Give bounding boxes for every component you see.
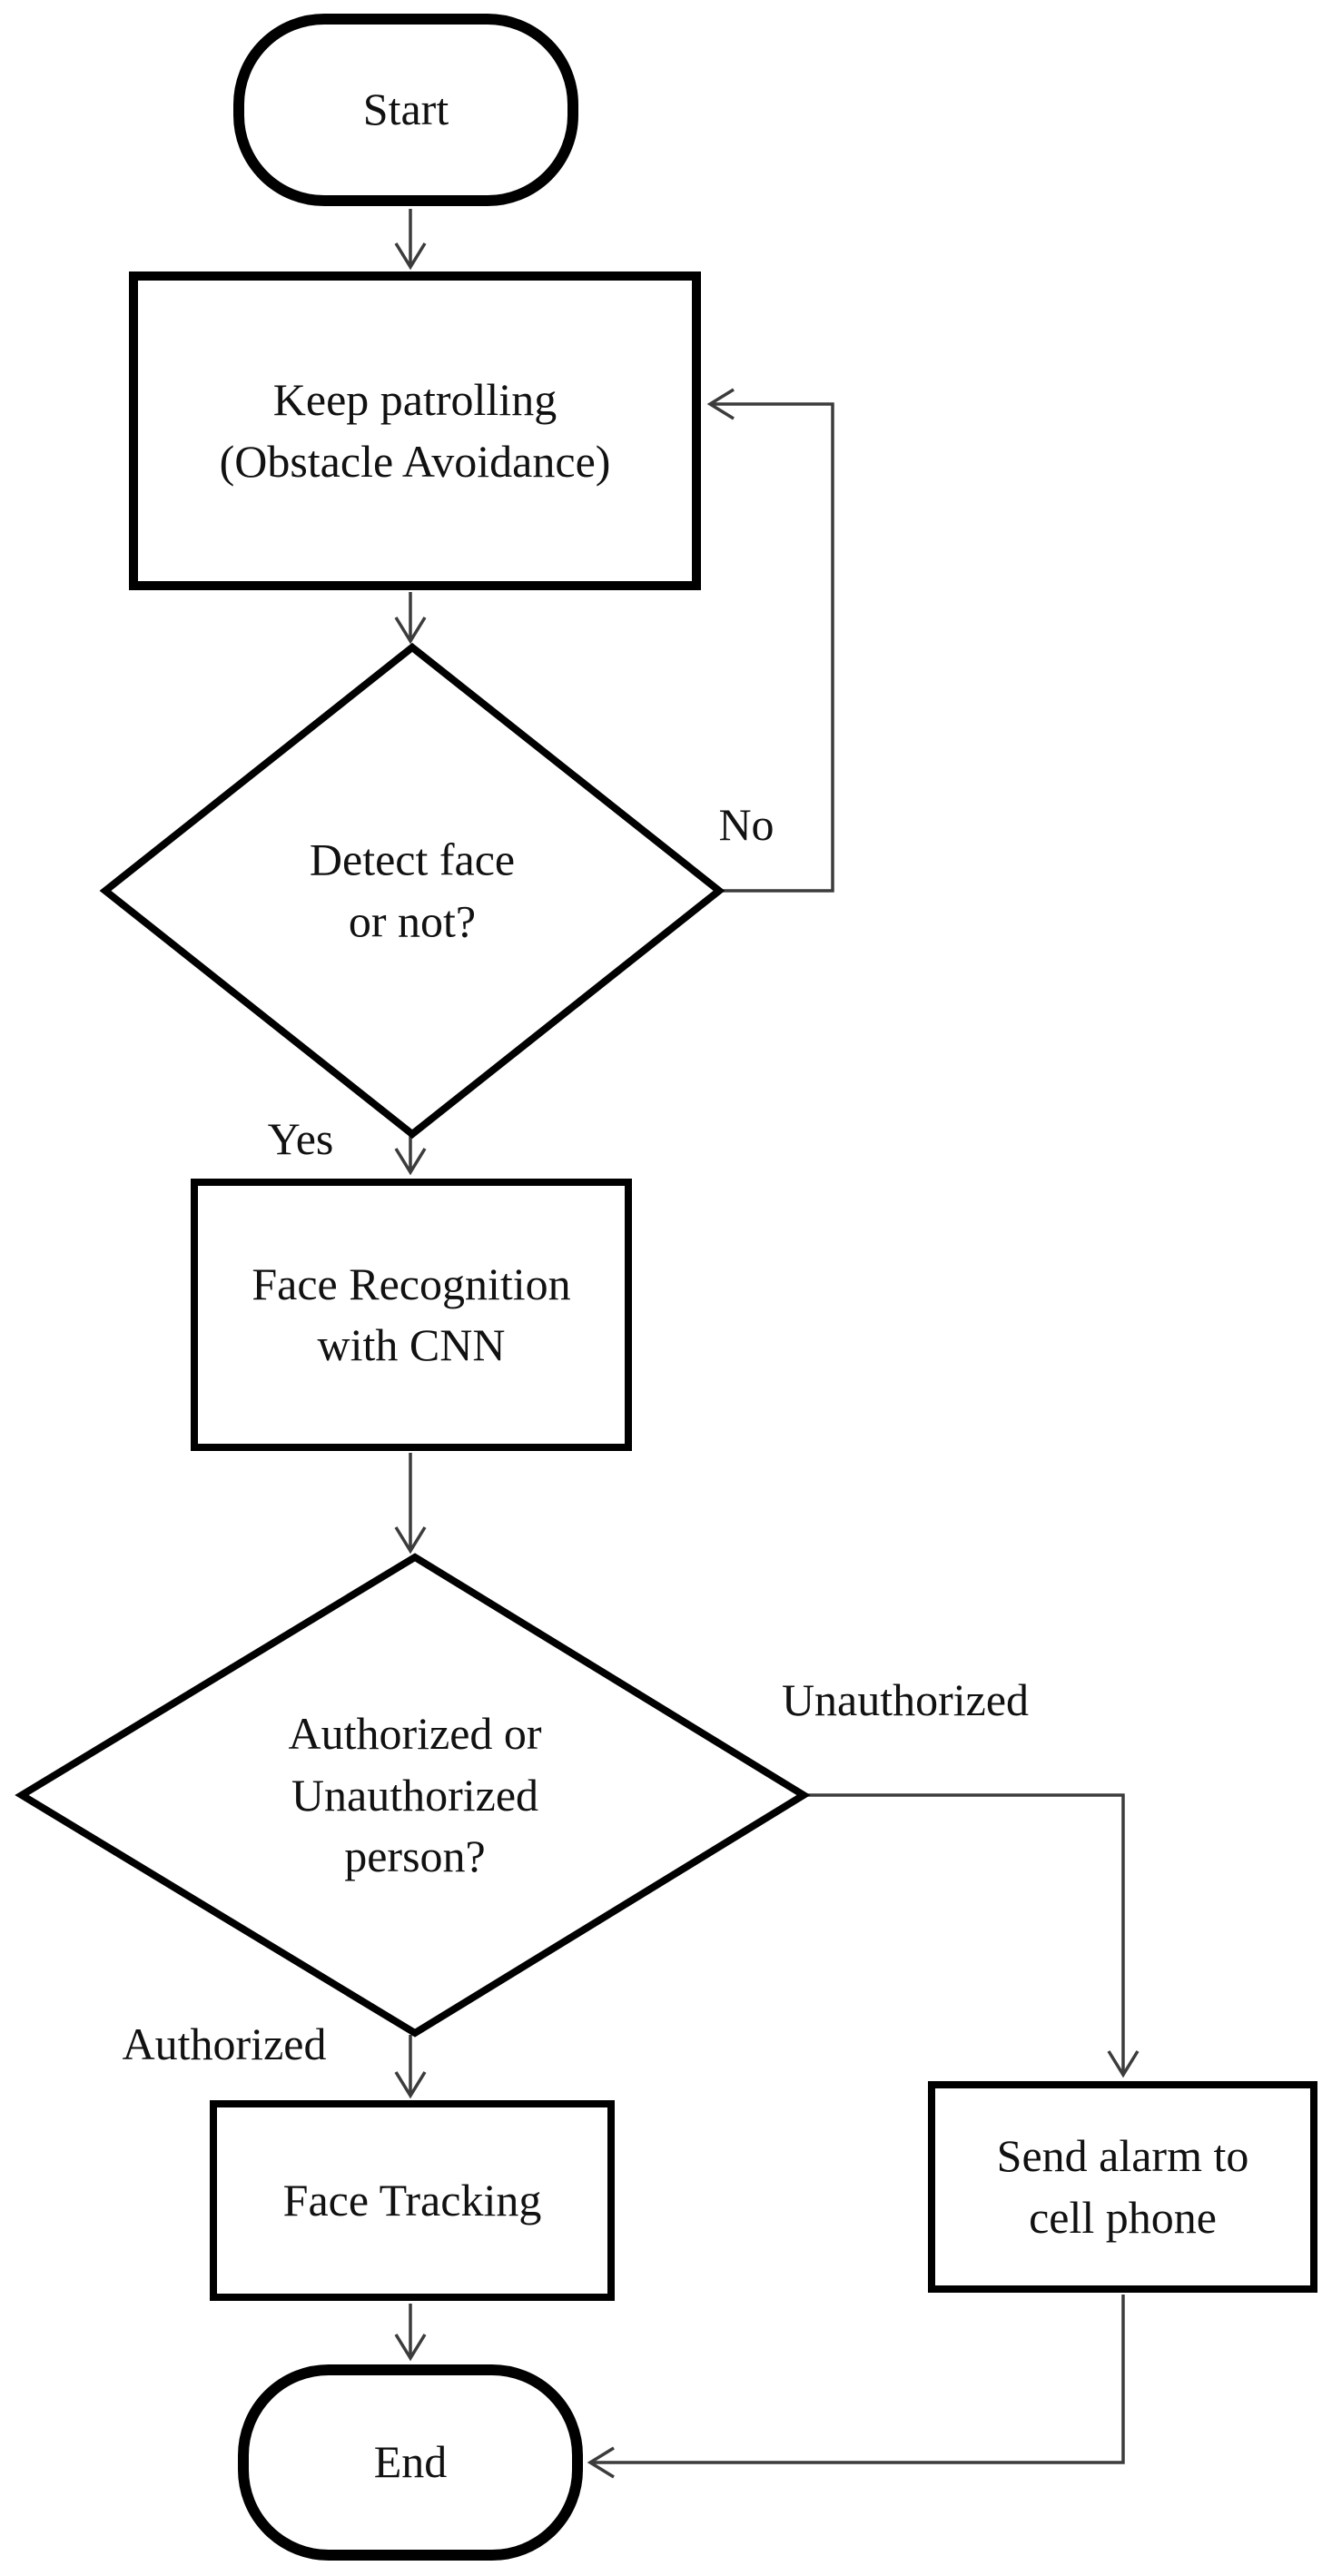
start-label: Start <box>362 84 449 135</box>
end-label: End <box>373 2436 448 2488</box>
end-node: End <box>238 2364 583 2561</box>
label-authorized: Authorized <box>122 2018 327 2069</box>
label-unauthorized: Unauthorized <box>781 1674 1030 1725</box>
detect-face-diamond <box>99 642 725 1140</box>
authorized-check-diamond <box>15 1553 811 2038</box>
edge-unauthorized-to-alarm <box>804 1793 1140 2078</box>
start-node: Start <box>233 14 578 206</box>
send-alarm-label: Send alarm to cell phone <box>996 2130 1249 2243</box>
face-recognition-node: Face Recognition with CNN <box>191 1179 632 1451</box>
face-tracking-node: Face Tracking <box>210 2100 615 2301</box>
label-no: No <box>718 799 775 850</box>
keep-patrolling-node: Keep patrolling (Obstacle Avoidance) <box>129 271 701 590</box>
label-yes: Yes <box>267 1113 334 1164</box>
face-tracking-label: Face Tracking <box>282 2174 542 2226</box>
keep-patrolling-label: Keep patrolling (Obstacle Avoidance) <box>219 374 611 487</box>
edge-alarm-to-end <box>587 2295 1125 2479</box>
send-alarm-node: Send alarm to cell phone <box>928 2081 1317 2293</box>
face-recognition-label: Face Recognition with CNN <box>252 1258 571 1371</box>
detect-face-label: Detect face or not? <box>309 834 516 947</box>
edge-no-loop-to-patrol <box>706 388 834 893</box>
authorized-check-label: Authorized or Unauthorized person? <box>288 1707 542 1881</box>
